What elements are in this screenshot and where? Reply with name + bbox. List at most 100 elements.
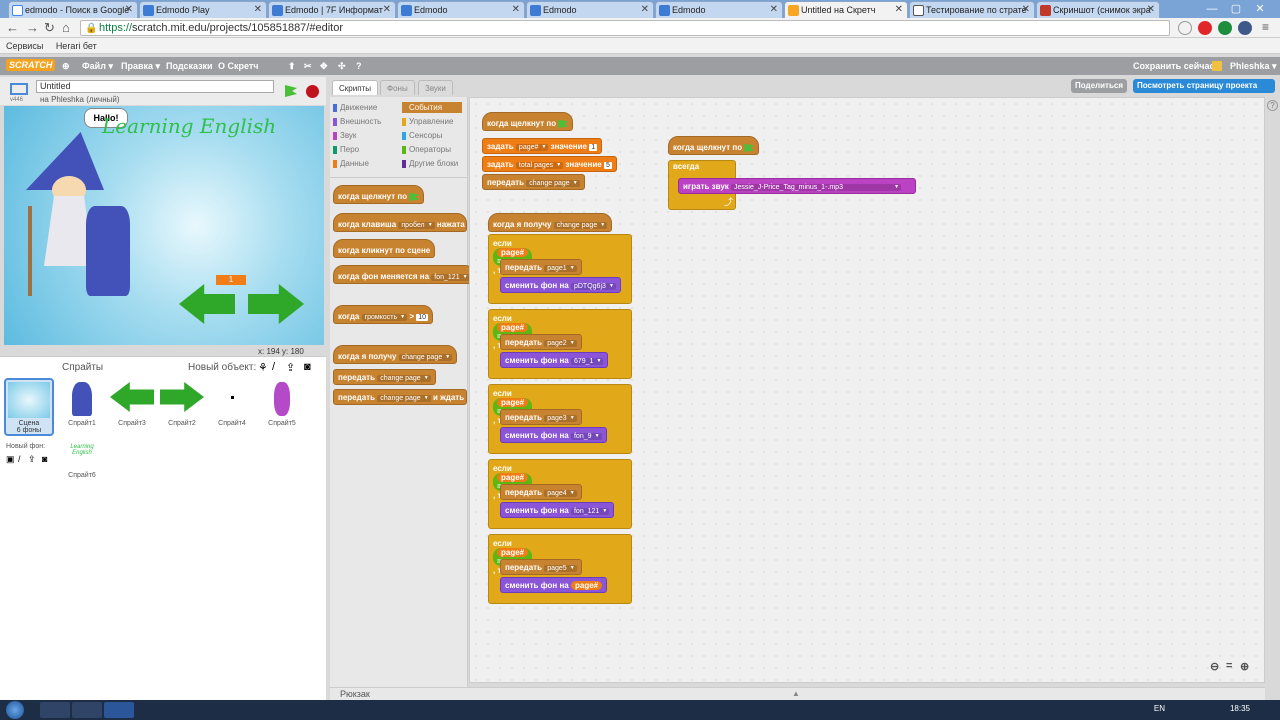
grow-icon[interactable]: ✥	[320, 61, 328, 71]
taskbar-chrome[interactable]	[40, 702, 70, 718]
close-icon[interactable]: ✕	[1021, 4, 1030, 15]
save-now-link[interactable]: Сохранить сейчас	[1133, 61, 1215, 71]
browser-tab[interactable]: Edmodo✕	[655, 1, 783, 18]
camera-icon[interactable]: ◙	[304, 361, 311, 373]
arrow-right-sprite[interactable]	[248, 284, 304, 324]
palette-broadcast-and-wait[interactable]: передать change page и ждать	[333, 389, 467, 405]
upload-backdrop-icon[interactable]: ⇪	[28, 454, 36, 464]
project-title-input[interactable]: Untitled	[36, 80, 274, 93]
zoom-out-icon[interactable]: ⊖	[1210, 661, 1220, 673]
opera-icon[interactable]	[1198, 21, 1212, 35]
switch-backdrop-block[interactable]: сменить фон на fon_9	[500, 427, 607, 443]
user-menu[interactable]: Phleshka ▾	[1230, 61, 1277, 71]
browser-tab[interactable]: Edmodo✕	[526, 1, 654, 18]
broadcast-page-block[interactable]: передать page1	[500, 259, 582, 275]
arrow-left-sprite[interactable]	[179, 284, 235, 324]
palette-when-i-receive[interactable]: когда я получу change page	[333, 345, 458, 364]
palette-when-backdrop-switches[interactable]: когда фон меняется на fon_121	[333, 265, 475, 284]
when-i-receive-hat[interactable]: когда я получу change page	[488, 213, 613, 232]
extension-icon[interactable]	[1238, 21, 1252, 35]
browser-tab[interactable]: Скриншот (снимок экра✕	[1036, 1, 1160, 18]
menu-icon[interactable]: ≡	[1262, 20, 1270, 34]
menu-about[interactable]: О Скретч	[218, 61, 259, 71]
minimize-icon[interactable]: —	[1206, 3, 1218, 15]
broadcast-page-block[interactable]: передать page5	[500, 559, 582, 575]
category-events[interactable]: События	[402, 102, 462, 113]
cut-icon[interactable]: ✂	[304, 61, 312, 71]
palette-broadcast[interactable]: передать change page	[333, 369, 436, 385]
star-icon[interactable]	[1178, 21, 1192, 35]
switch-backdrop-block[interactable]: сменить фон на 679_1	[500, 352, 609, 368]
tab-sounds[interactable]: Звуки	[418, 80, 453, 95]
close-icon[interactable]: ✕	[253, 4, 262, 15]
fullscreen-icon[interactable]	[10, 83, 28, 95]
palette-when-stage-clicked[interactable]: когда кликнут по сцене	[333, 239, 436, 258]
sprite-thumb[interactable]: Спрайт2	[158, 378, 206, 428]
close-icon[interactable]: ✕	[769, 4, 778, 15]
sprite-thumb[interactable]: Спрайт3	[108, 378, 156, 428]
palette-when-flag-clicked[interactable]: когда щелкнут по	[333, 185, 425, 204]
zoom-reset-icon[interactable]: =	[1226, 660, 1233, 672]
palette-when-loudness[interactable]: когда громкость > 10	[333, 305, 434, 324]
stop-icon[interactable]	[306, 85, 319, 98]
start-button[interactable]	[6, 701, 24, 719]
category-data[interactable]: Данные	[333, 159, 369, 168]
close-icon[interactable]: ✕	[124, 4, 133, 15]
reload-icon[interactable]: ↻	[44, 20, 55, 35]
green-flag-icon[interactable]	[285, 85, 297, 97]
when-flag-clicked-hat-2[interactable]: когда щелкнут по	[668, 136, 760, 155]
maximize-icon[interactable]: ▢	[1230, 3, 1242, 15]
category-operators[interactable]: Операторы	[402, 145, 451, 154]
close-icon[interactable]: ✕	[382, 4, 391, 15]
paint-brush-icon[interactable]: /	[272, 361, 276, 373]
tab-backdrops[interactable]: Фоны	[380, 80, 415, 95]
browser-tab[interactable]: edmodo - Поиск в Google✕	[8, 1, 138, 18]
close-icon[interactable]: ✕	[640, 4, 649, 15]
set-page-block[interactable]: задать page# значение 1	[482, 138, 603, 154]
play-sound-block[interactable]: играть звук Jessie_J-Price_Tag_minus_1-.…	[678, 178, 916, 194]
help-circle-icon[interactable]: ?	[1267, 100, 1278, 111]
globe-extension-icon[interactable]	[1218, 21, 1232, 35]
set-total-pages-block[interactable]: задать total pages значение 5	[482, 156, 617, 172]
switch-backdrop-block[interactable]: сменить фон на pDTQg6j3	[500, 277, 621, 293]
browser-tab[interactable]: Edmodo Play✕	[139, 1, 267, 18]
sprite-thumb[interactable]: Спрайт1	[58, 378, 106, 428]
when-flag-clicked-hat[interactable]: когда щелкнут по	[482, 112, 574, 131]
browser-tab[interactable]: Тестирование по страте✕	[909, 1, 1035, 18]
taskbar-word[interactable]	[104, 702, 134, 718]
sprite-thumb[interactable]: Спрайт4	[208, 378, 256, 428]
user-avatar[interactable]	[1212, 61, 1222, 71]
close-icon[interactable]: ✕	[1146, 4, 1155, 15]
switch-backdrop-block[interactable]: сменить фон на fon_121	[500, 502, 615, 518]
share-button[interactable]: Поделиться	[1071, 79, 1127, 93]
choose-sprite-icon[interactable]: ⚘	[258, 362, 268, 374]
broadcast-page-block[interactable]: передать page2	[500, 334, 582, 350]
category-pen[interactable]: Перо	[333, 145, 359, 154]
zoom-in-icon[interactable]: ⊕	[1240, 661, 1250, 673]
help-icon[interactable]: ?	[356, 61, 362, 71]
category-sound[interactable]: Звук	[333, 131, 356, 140]
category-more-blocks[interactable]: Другие блоки	[402, 159, 458, 168]
close-icon[interactable]: ✕	[894, 4, 903, 15]
home-icon[interactable]: ⌂	[62, 20, 70, 35]
bookmark-item[interactable]: Неrari бет	[55, 41, 97, 51]
camera-backdrop-icon[interactable]: ◙	[42, 454, 48, 464]
address-bar[interactable]: 🔒 https://scratch.mit.edu/projects/10585…	[80, 20, 1170, 36]
sprite-thumb[interactable]: Спрайт5	[258, 378, 306, 428]
broadcast-block[interactable]: передать change page	[482, 174, 585, 190]
close-window-icon[interactable]: ✕	[1255, 3, 1265, 15]
menu-file[interactable]: Файл ▾	[82, 61, 113, 71]
see-project-page-button[interactable]: Посмотреть страницу проекта	[1133, 79, 1275, 93]
backdrop-library-icon[interactable]: ▣	[6, 454, 15, 464]
menu-tips[interactable]: Подсказки	[166, 61, 213, 71]
scratch-logo[interactable]: SCRATCH	[6, 59, 56, 71]
globe-icon[interactable]: ⊕	[62, 61, 70, 71]
broadcast-page-block[interactable]: передать page3	[500, 409, 582, 425]
tab-scripts[interactable]: Скрипты	[332, 80, 378, 95]
category-control[interactable]: Управление	[402, 117, 453, 126]
stage-thumbnail[interactable]: Сцена 6 фоны	[4, 378, 54, 436]
category-sensing[interactable]: Сенсоры	[402, 131, 442, 140]
shrink-icon[interactable]: ✣	[338, 61, 346, 71]
close-icon[interactable]: ✕	[511, 4, 520, 15]
